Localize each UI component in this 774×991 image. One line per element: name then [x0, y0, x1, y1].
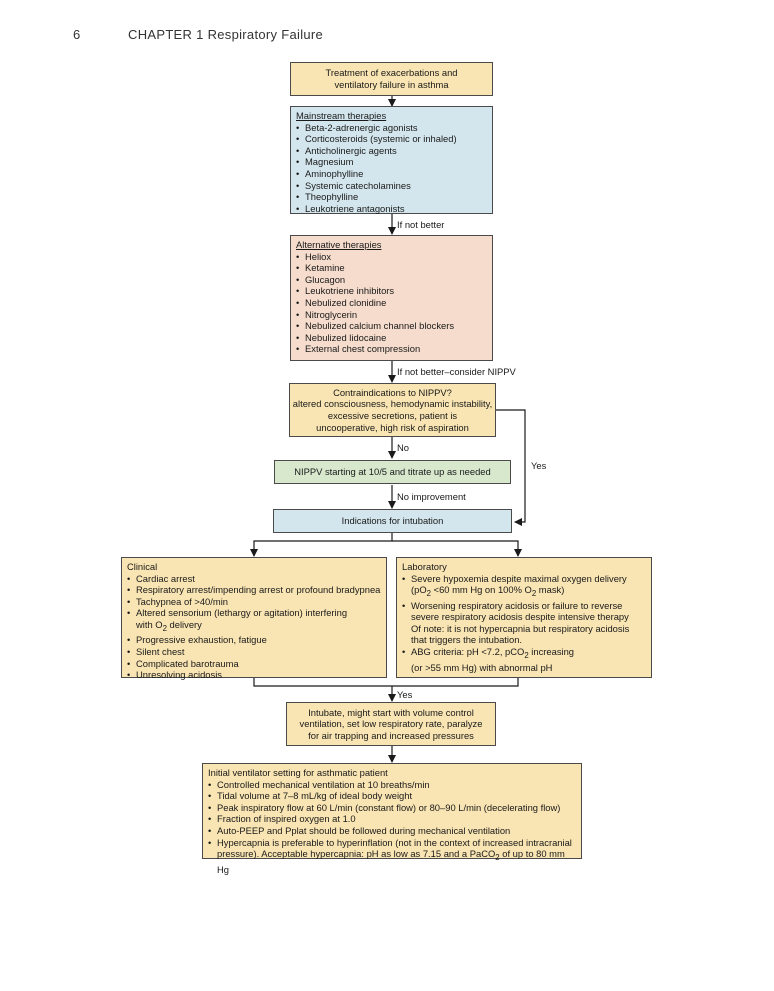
mainstream-therapies-box: Mainstream therapies Beta-2-adrenergic a… — [290, 106, 493, 214]
contraindications-line: uncooperative, high risk of aspiration — [316, 421, 469, 433]
nippv-box: NIPPV starting at 10/5 and titrate up as… — [274, 460, 511, 484]
list-item: Nebulized clonidine — [296, 297, 487, 309]
title-line-1: Treatment of exacerbations and — [325, 67, 458, 79]
intubate-box: Intubate, might start with volume contro… — [286, 702, 496, 746]
label-yes-bypass: Yes — [531, 460, 547, 471]
clinical-heading: Clinical — [127, 561, 158, 572]
label-if-not-better: If not better — [397, 219, 445, 230]
alternative-therapies-box: Alternative therapies Heliox Ketamine Gl… — [290, 235, 493, 361]
list-item: Controlled mechanical ventilation at 10 … — [208, 779, 576, 791]
list-item: Fraction of inspired oxygen at 1.0 — [208, 813, 576, 825]
list-item: Tidal volume at 7–8 mL/kg of ideal body … — [208, 790, 576, 802]
list-item: Corticosteroids (systemic or inhaled) — [296, 133, 487, 145]
ventilator-settings-box: Initial ventilator setting for asthmatic… — [202, 763, 582, 875]
arrow-to-clinical — [250, 533, 393, 557]
list-item: Nitroglycerin — [296, 309, 487, 321]
list-item: Aminophylline — [296, 168, 487, 180]
list-item: Beta-2-adrenergic agonists — [296, 122, 487, 134]
chapter-heading: CHAPTER 1 Respiratory Failure — [128, 27, 324, 42]
contraindications-line: altered consciousness, hemodynamic insta… — [292, 398, 493, 410]
list-item: Tachypnea of >40/min — [127, 596, 381, 608]
list-item: External chest compression — [296, 343, 487, 355]
nippv-text: NIPPV starting at 10/5 and titrate up as… — [294, 466, 491, 478]
alternative-heading: Alternative therapies — [296, 239, 382, 250]
intubate-line: for air trapping and increased pressures — [308, 729, 474, 741]
clinical-box: Clinical Cardiac arrest Respiratory arre… — [121, 557, 387, 681]
list-item: Progressive exhaustion, fatigue — [127, 634, 381, 646]
title-box: Treatment of exacerbations and ventilato… — [290, 62, 493, 96]
title-line-2: ventilatory failure in asthma — [334, 79, 449, 90]
intubation-indications-box: Indications for intubation — [273, 509, 512, 533]
list-item: Nebulized lidocaine — [296, 332, 487, 344]
list-item: Unresolving acidosis — [127, 669, 381, 681]
label-yes: Yes — [397, 689, 413, 700]
label-no-improvement: No improvement — [397, 491, 466, 502]
ventilator-heading: Initial ventilator setting for asthmatic… — [208, 767, 388, 778]
list-item: Cardiac arrest — [127, 573, 381, 585]
list-item: Hypercapnia is preferable to hyperinflat… — [208, 837, 576, 876]
contraindications-box: Contraindications to NIPPV? altered cons… — [289, 383, 496, 437]
intubate-line: Intubate, might start with volume contro… — [308, 706, 474, 718]
list-item: Peak inspiratory flow at 60 L/min (const… — [208, 802, 576, 814]
list-item: Altered sensorium (lethargy or agitation… — [127, 607, 381, 634]
list-item: Silent chest — [127, 646, 381, 658]
list-item: Systemic catecholamines — [296, 180, 487, 192]
list-item: Leukotriene inhibitors — [296, 285, 487, 297]
list-item: Nebulized calcium channel blockers — [296, 320, 487, 332]
list-item: Complicated barotrauma — [127, 658, 381, 670]
list-item: Magnesium — [296, 156, 487, 168]
connector-merge — [253, 678, 519, 687]
list-item: Ketamine — [296, 262, 487, 274]
list-item: Severe hypoxemia despite maximal oxygen … — [402, 573, 646, 600]
laboratory-heading: Laboratory — [402, 561, 447, 572]
list-item: Glucagon — [296, 274, 487, 286]
list-item: Auto-PEEP and Pplat should be followed d… — [208, 825, 576, 837]
mainstream-heading: Mainstream therapies — [296, 110, 387, 121]
list-item: Respiratory arrest/impending arrest or p… — [127, 584, 381, 596]
list-item: Theophylline — [296, 191, 487, 203]
arrow-to-laboratory — [392, 540, 522, 557]
list-item: Anticholinergic agents — [296, 145, 487, 157]
label-no: No — [397, 442, 409, 453]
list-item: ABG criteria: pH <7.2, pCO2 increasing(o… — [402, 646, 646, 673]
contraindications-question: Contraindications to NIPPV? — [333, 386, 452, 398]
page-number: 6 — [73, 27, 81, 42]
intubate-line: ventilation, set low respiratory rate, p… — [299, 718, 483, 730]
laboratory-box: Laboratory Severe hypoxemia despite maxi… — [396, 557, 652, 678]
contraindications-line: excessive secretions, patient is — [327, 410, 458, 421]
label-consider-nippv: If not better–consider NIPPV — [397, 366, 516, 377]
list-item: Leukotriene antagonists — [296, 203, 487, 215]
intubation-indications-text: Indications for intubation — [341, 515, 444, 527]
list-item: Worsening respiratory acidosis or failur… — [402, 600, 646, 646]
arrow-yes-bypass — [496, 409, 526, 526]
list-item: Heliox — [296, 251, 487, 263]
